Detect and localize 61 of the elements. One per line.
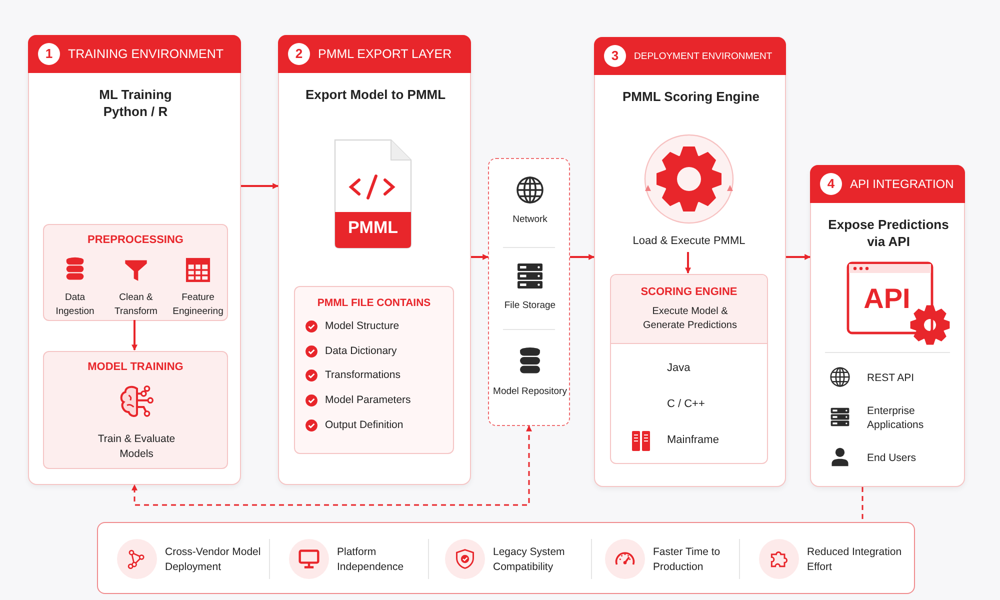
list-item: Data Dictionary (325, 344, 397, 357)
benefit-label: Faster Time to Production (653, 545, 722, 575)
panel-card (810, 165, 965, 487)
benefit-label: Platform Independence (337, 545, 405, 575)
api-label: API (862, 283, 912, 315)
panel-title: DEPLOYMENT ENVIRONMENT (634, 50, 772, 62)
arrow (471, 254, 489, 260)
panel-subtitle: Export Model to PMML (304, 86, 447, 103)
file-type-label: PMML (346, 218, 400, 238)
row-label: REST API (867, 371, 916, 385)
dashed-connector (132, 425, 532, 506)
item-label: Feature Engineering (172, 291, 224, 319)
panel-subtitle: ML Training Python / R (98, 86, 173, 120)
dashed-connector (862, 487, 864, 522)
panel-title: PMML EXPORT LAYER (318, 47, 452, 61)
panel-subtitle: Expose Predictions via API (827, 216, 950, 250)
list-item: Output Definition (325, 418, 404, 431)
benefits-bar (97, 522, 915, 594)
item-label: Network (512, 213, 548, 227)
panel-card (278, 35, 471, 485)
benefit-label: Reduced Integration Effort (807, 545, 903, 575)
benefit-label: Legacy System Compatibility (493, 545, 566, 575)
section-text: Train & Evaluate Models (96, 432, 176, 462)
list-heading: PMML FILE CONTAINS (316, 297, 432, 309)
row-label: End Users (867, 451, 918, 465)
arrow (685, 252, 691, 274)
step-label: Load & Execute PMML (632, 235, 746, 247)
platform-label: Mainframe (667, 434, 719, 446)
list-item: Model Structure (325, 320, 400, 332)
item-label: Data Ingestion (54, 291, 96, 319)
item-label: Model Repository (493, 385, 567, 399)
step-number-badge: 2 (288, 43, 310, 65)
section-card (610, 274, 768, 464)
row-label: Enterprise Applications (867, 404, 925, 432)
section-heading: PREPROCESSING (86, 234, 184, 246)
section-card (43, 351, 228, 469)
section-text: Execute Model & Generate Predictions (642, 305, 738, 333)
panel-card (28, 35, 241, 485)
list-item: Transformations (325, 369, 400, 382)
step-number-badge: 3 (604, 45, 626, 67)
panel-subtitle: PMML Scoring Engine (622, 88, 760, 105)
arrow (241, 183, 279, 189)
step-number-badge: 4 (820, 173, 842, 195)
arrow (786, 254, 811, 260)
arrow (570, 254, 595, 260)
arrow (132, 320, 138, 351)
step-number-badge: 1 (38, 43, 60, 65)
panel-title: API INTEGRATION (850, 177, 954, 192)
list-item: Model Parameters (325, 394, 411, 406)
section-card (43, 224, 228, 321)
platform-label: Java (667, 362, 690, 374)
list-card (294, 286, 454, 454)
dashed-container (488, 158, 570, 426)
panel-card (594, 37, 786, 487)
section-heading: SCORING ENGINE (640, 286, 738, 298)
platform-label: C / C++ (667, 398, 705, 410)
benefit-label: Cross-Vendor Model Deployment (165, 545, 262, 575)
item-label: Clean & Transform (114, 291, 158, 319)
section-heading: MODEL TRAINING (86, 361, 184, 373)
panel-title: TRAINING ENVIRONMENT (68, 47, 224, 61)
item-label: File Storage (503, 299, 557, 313)
